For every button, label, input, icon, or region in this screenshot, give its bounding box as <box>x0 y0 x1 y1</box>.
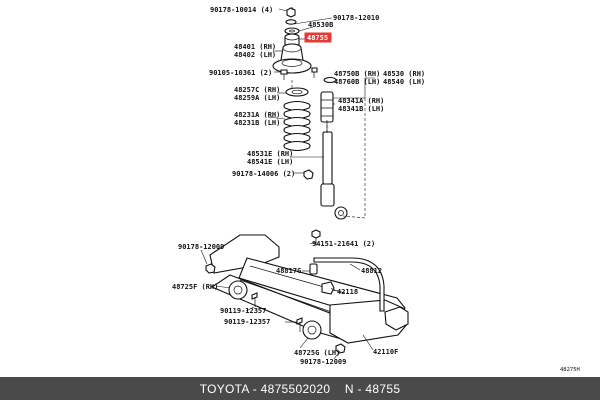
coil-spring[interactable] <box>283 100 311 152</box>
dust-boot[interactable] <box>320 76 337 123</box>
label-90119-12357-a[interactable]: 90119-12357 <box>220 307 266 315</box>
label-42118[interactable]: 42118 <box>337 288 358 296</box>
bushing-48725g[interactable] <box>302 320 322 340</box>
part-labels: 90178-10014 (4) 48530B 90178-12010 48755… <box>172 6 580 373</box>
label-94151-21641[interactable]: 94151-21641 (2) <box>312 240 375 248</box>
bolt-90119-b[interactable] <box>296 317 303 332</box>
leader-lines <box>200 5 375 360</box>
part-number-footer: TOYOTA - 4875502020 N - 48755 <box>0 377 600 400</box>
label-48402[interactable]: 48402 (LH) <box>234 51 276 59</box>
highlight-box <box>304 32 332 43</box>
label-90178-12009-b[interactable]: 90178-12009 <box>300 358 346 366</box>
bolt-90119-a[interactable] <box>251 292 258 307</box>
lower-bolt-90178-14006[interactable] <box>303 169 314 180</box>
label-48541e[interactable]: 48541E (LH) <box>247 158 293 166</box>
label-42110f[interactable]: 42110F <box>373 348 398 356</box>
bushing-48817g[interactable] <box>309 263 318 275</box>
label-48231b[interactable]: 48231B (LH) <box>234 119 280 127</box>
label-48725g[interactable]: 48725G (LH) <box>294 349 340 357</box>
label-48341b[interactable]: 48341B (LH) <box>338 105 384 113</box>
nut-90178-12009-b[interactable] <box>335 343 346 354</box>
support-48401[interactable] <box>272 43 312 74</box>
label-48341a[interactable]: 48341A (RH) <box>338 97 384 105</box>
washer-48530b[interactable] <box>284 27 300 35</box>
label-90178-10014[interactable]: 90178-10014 (4) <box>210 6 273 14</box>
nut-90178-12009-a[interactable] <box>205 263 216 274</box>
label-48725f[interactable]: 48725F (RH) <box>172 283 218 291</box>
bolt-90105[interactable] <box>280 67 318 80</box>
label-48231a[interactable]: 48231A (RH) <box>234 111 280 119</box>
stabilizer-bar-48812[interactable] <box>313 257 385 312</box>
top-nut[interactable] <box>286 7 296 18</box>
label-90119-12357-b[interactable]: 90119-12357 <box>224 318 270 326</box>
label-48401[interactable]: 48401 (RH) <box>234 43 276 51</box>
bushing-48725f[interactable] <box>228 280 248 300</box>
label-48530b[interactable]: 48530B <box>308 21 333 29</box>
label-90178-12010[interactable]: 90178-12010 <box>333 14 379 22</box>
label-48812[interactable]: 48812 <box>361 267 382 275</box>
upper-spring-insulator[interactable] <box>285 87 309 97</box>
label-48817g[interactable]: 48817G <box>276 267 301 275</box>
label-48760b[interactable]: 48760B (LH) <box>334 78 380 86</box>
diagram-reference-code: 48275H <box>560 367 580 373</box>
label-90178-14006[interactable]: 90178-14006 (2) <box>232 170 295 178</box>
upper-washer[interactable] <box>285 19 297 25</box>
label-90105-10361[interactable]: 90105-10361 (2) <box>209 69 272 77</box>
label-48750b[interactable]: 48750B (RH) <box>334 70 380 78</box>
label-48755[interactable]: 48755 <box>307 34 328 42</box>
label-48259a[interactable]: 48259A (LH) <box>234 94 280 102</box>
label-48530[interactable]: 48530 (RH) <box>383 70 425 78</box>
label-48531e[interactable]: 48531E (RH) <box>247 150 293 158</box>
label-90178-12009-a[interactable]: 90178-12009 <box>178 243 224 251</box>
label-48540[interactable]: 48540 (LH) <box>383 78 425 86</box>
bolt-94151[interactable] <box>311 229 321 246</box>
bracket-42118[interactable] <box>321 281 335 295</box>
shock-absorber[interactable] <box>320 122 348 220</box>
footer-text: TOYOTA - 4875502020 N - 48755 <box>199 381 401 396</box>
label-48257c[interactable]: 48257C (RH) <box>234 86 280 94</box>
